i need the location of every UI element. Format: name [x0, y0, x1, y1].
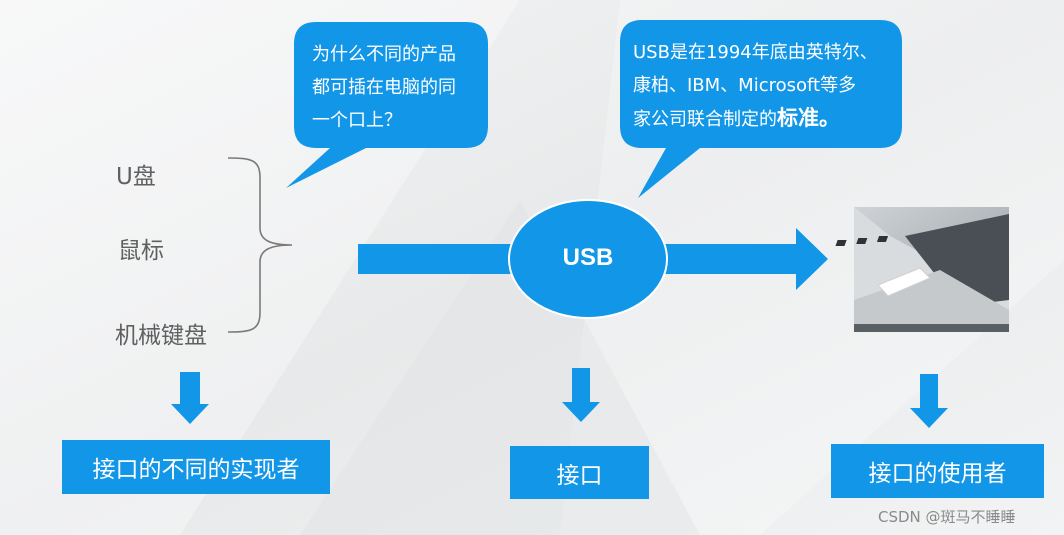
down-arrow-right	[910, 374, 948, 428]
watermark: CSDN @斑马不睡睡	[878, 508, 1016, 526]
answer-line: 家公司联合制定的标准。	[633, 102, 895, 136]
question-text: 为什么不同的产品 都可插在电脑的同 一个口上？	[312, 38, 482, 137]
answer-line: 康柏、IBM、Microsoft等多	[633, 75, 857, 96]
answer-text: USB是在1994年底由英特尔、 康柏、IBM、Microsoft等多 家公司联…	[633, 36, 895, 136]
usb-node-label: USB	[562, 244, 614, 271]
down-arrow-left	[171, 372, 209, 424]
implementers-box: 接口的不同的实现者	[62, 440, 330, 494]
down-arrow-center	[562, 368, 600, 422]
usb-ellipse	[508, 199, 668, 319]
answer-emphasis: 标准。	[777, 106, 840, 130]
question-line: 一个口上？	[312, 110, 402, 131]
question-line: 为什么不同的产品	[312, 44, 456, 65]
grouping-brace	[227, 157, 293, 333]
device-mouse: 鼠标	[118, 238, 164, 264]
question-bubble	[286, 22, 488, 188]
usb-stick	[877, 267, 931, 297]
device-keyboard: 机械键盘	[115, 323, 207, 349]
users-box: 接口的使用者	[831, 444, 1044, 498]
usb-laptop-photo	[835, 207, 1009, 332]
answer-line-text: 家公司联合制定的	[633, 109, 777, 130]
answer-line: USB是在1994年底由英特尔、	[633, 42, 878, 63]
question-line: 都可插在电脑的同	[312, 77, 456, 98]
answer-bubble	[620, 20, 902, 198]
device-usb-drive: U盘	[116, 164, 156, 190]
interface-box: 接口	[510, 446, 649, 499]
